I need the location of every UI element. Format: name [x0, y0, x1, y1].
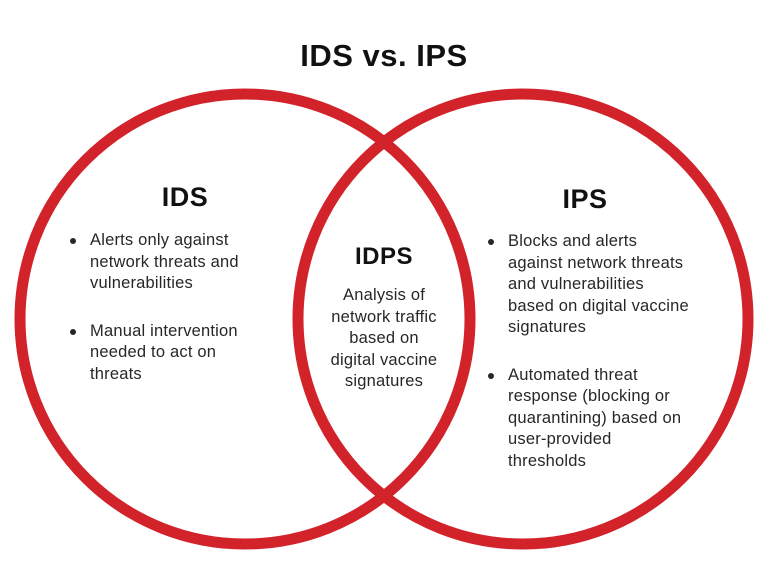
left-circle-outline: [14, 88, 476, 550]
idps-heading: IDPS: [354, 243, 413, 270]
page-title: IDS vs. IPS: [300, 38, 468, 73]
ids-heading: IDS: [161, 182, 209, 212]
idps-description: Analysis of network traffic based on dig…: [330, 286, 438, 390]
ids-bullet-list: Alerts only against network threats and …: [66, 230, 266, 411]
ips-bullet-item-1: Blocks and alerts against network threat…: [484, 231, 700, 339]
ids-bullet-item-1: Alerts only against network threats and …: [66, 230, 266, 295]
ips-bullet-item-2: Automated threat response (blocking or q…: [484, 365, 700, 473]
ips-heading: IPS: [562, 184, 608, 214]
ips-bullet-list: Blocks and alerts against network threat…: [484, 231, 700, 498]
right-circle-outline: [292, 88, 754, 550]
ids-bullet-item-2: Manual intervention needed to act on thr…: [66, 321, 266, 386]
